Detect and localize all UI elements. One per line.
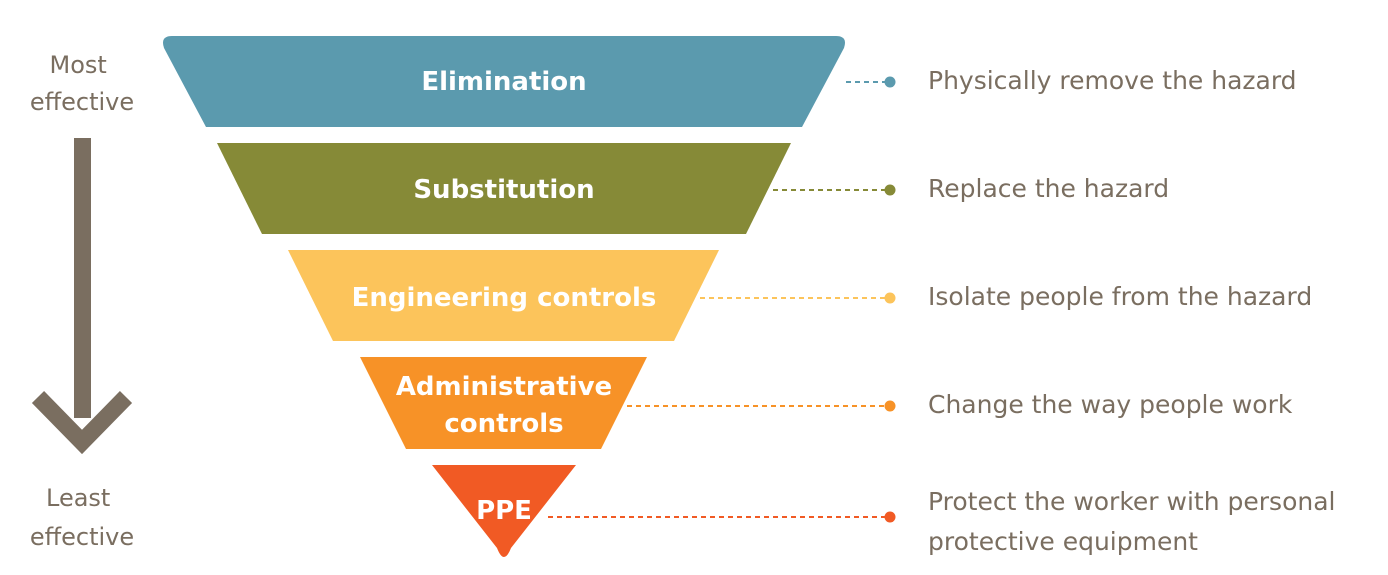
tier-label-elimination: Elimination [421,67,586,97]
connector-dot-engineering-controls [884,292,896,304]
connector-dot-administrative-controls [884,400,896,412]
tier-label-substitution: Substitution [413,175,594,205]
tier-label-engineering-controls: Engineering controls [352,283,657,313]
effectiveness-scale: Most effective Least effective [30,51,134,551]
connector-dot-ppe [884,511,896,523]
tier-elimination [163,36,845,127]
most-effective-label: Most effective [30,51,134,116]
description-engineering-controls: Isolate people from the hazard [928,282,1312,311]
description-substitution: Replace the hazard [928,174,1169,203]
tier-ppe [432,465,576,557]
down-arrow-icon [31,138,133,455]
least-effective-label: Least effective [30,484,134,551]
description-administrative-controls: Change the way people work [928,390,1293,419]
description-elimination: Physically remove the hazard [928,66,1297,95]
tier-label-ppe: PPE [476,496,532,526]
tier-engineering-controls [288,250,719,341]
connectors [548,76,896,523]
tier-substitution [217,143,791,234]
tier-administrative-controls [360,357,647,449]
connector-dot-substitution [884,184,896,196]
connector-dot-elimination [884,76,896,88]
